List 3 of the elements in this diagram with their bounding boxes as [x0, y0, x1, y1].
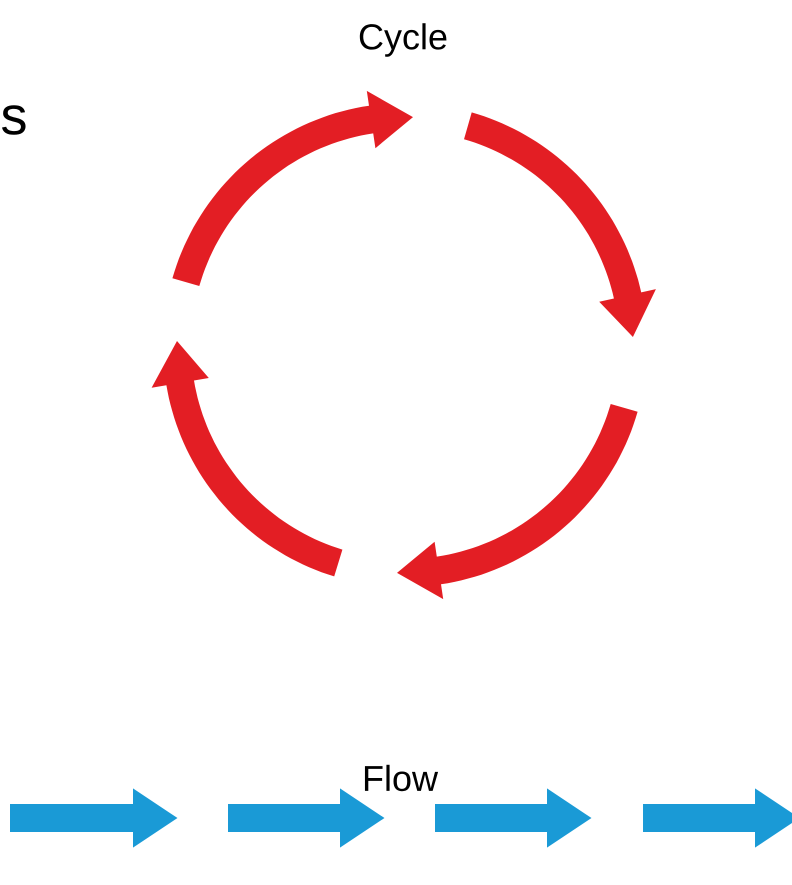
heading: Cycle: [360, 23, 446, 57]
heading: s: [2, 105, 26, 135]
heading: Flow: [364, 764, 438, 792]
